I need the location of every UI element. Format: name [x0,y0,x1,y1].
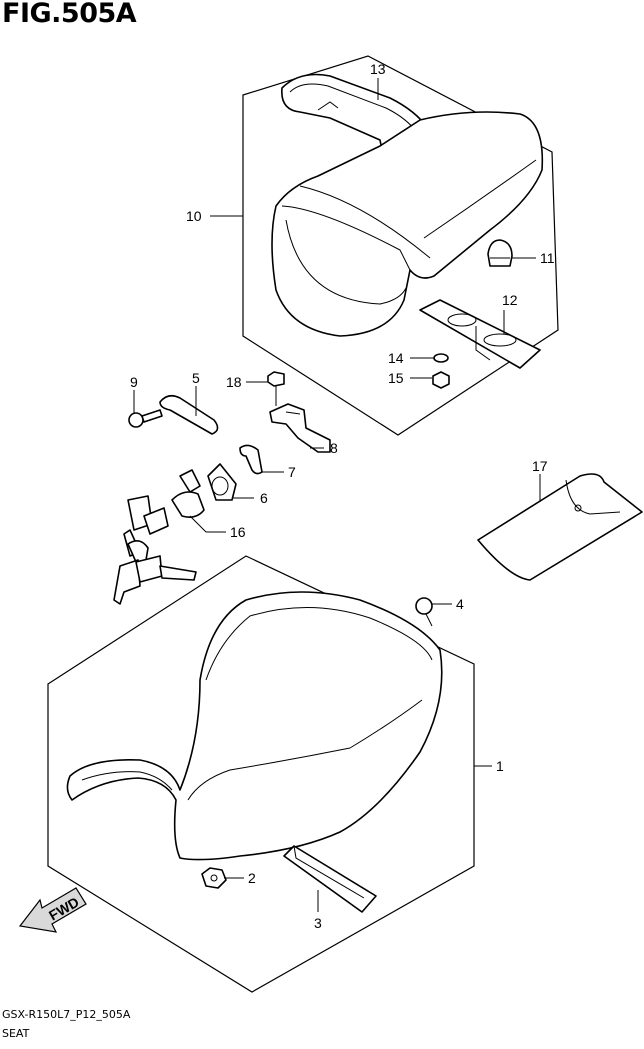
part-2-nut [201,867,227,889]
callout-7: 7 [288,464,296,480]
part-8-latch [269,403,331,453]
callout-9: 9 [130,374,138,390]
callout-13: 13 [370,61,386,77]
figure-caption: SEAT [2,1027,30,1040]
part-17-tool-bag [477,473,643,581]
part-6-gasket [207,463,237,501]
part-16-lock-and-keys [113,469,205,605]
figure-code: GSX-R150L7_P12_505A [2,1008,131,1021]
callout-3: 3 [314,915,322,931]
callout-6: 6 [260,490,268,506]
callout-5: 5 [192,370,200,386]
callout-12: 12 [502,292,518,308]
part-1-front-seat [66,591,443,861]
callout-10: 10 [186,208,202,224]
front-seat-group-outline [47,555,475,993]
part-12-bracket [419,299,541,369]
rear-seat-group-outline [242,55,559,436]
callout-8: 8 [330,440,338,456]
figure-title: FIG.505A [2,0,137,29]
part-14-washer [433,353,449,363]
part-9-bolt [128,409,163,428]
part-7-clip [239,444,263,475]
callout-18: 18 [226,374,242,390]
callout-17: 17 [532,458,548,474]
callout-15: 15 [388,370,404,386]
callout-16: 16 [230,524,246,540]
callout-1: 1 [496,758,504,774]
fwd-arrow: FWD [18,887,87,933]
part-4-rivet [415,597,433,627]
callout-14: 14 [388,350,404,366]
part-3-cushion-strip [283,845,377,913]
leader-lines [133,78,541,912]
part-10-rear-seat [271,111,544,337]
part-11-seat-bumper [487,239,513,267]
part-15-nut [432,371,450,389]
part-18-bolt [267,371,285,406]
callout-2: 2 [248,870,256,886]
callout-4: 4 [456,596,464,612]
callout-11: 11 [540,250,555,266]
part-5-plate [159,394,219,435]
